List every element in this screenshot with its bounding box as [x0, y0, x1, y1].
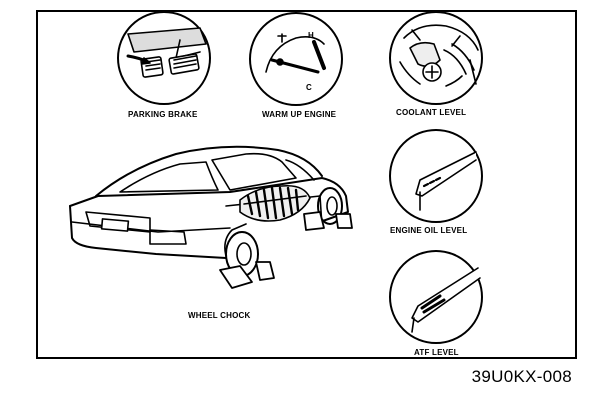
- parking-brake-label: PARKING BRAKE: [128, 110, 198, 119]
- warm-up-engine-label: WARM UP ENGINE: [262, 110, 336, 119]
- atf-level-circle: [390, 251, 482, 343]
- gauge-cold-mark: C: [306, 83, 312, 92]
- parked-car-illustration: [70, 147, 352, 288]
- atf-level-label: ATF LEVEL: [414, 348, 459, 357]
- engine-oil-level-label: ENGINE OIL LEVEL: [390, 226, 467, 235]
- coolant-level-circle: [390, 12, 482, 104]
- coolant-level-label: COOLANT LEVEL: [396, 108, 466, 117]
- wheel-chock-label: WHEEL CHOCK: [188, 311, 251, 320]
- engine-oil-level-circle: [390, 130, 482, 222]
- parking-brake-circle: [118, 12, 210, 104]
- warm-up-engine-gauge-circle: H C: [250, 13, 342, 105]
- gauge-hot-mark: H: [308, 31, 314, 40]
- figure-code: 39U0KX-008: [472, 367, 572, 387]
